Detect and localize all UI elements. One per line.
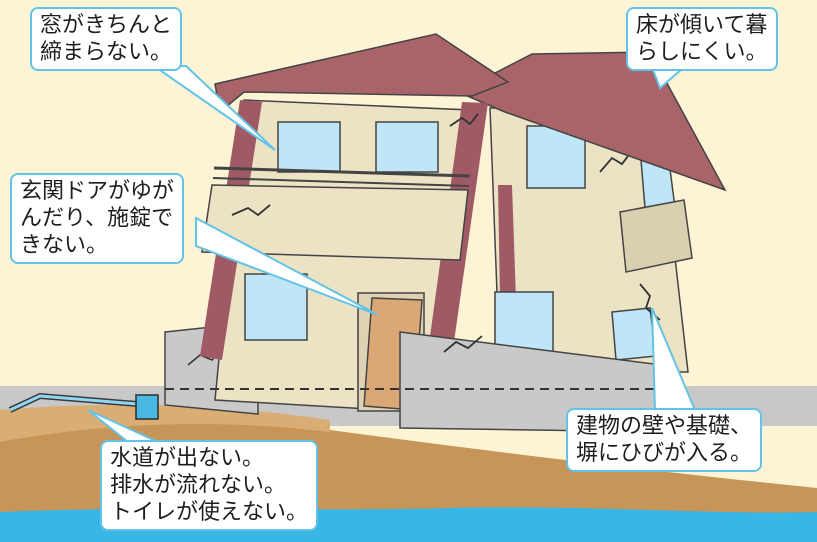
water-callout-line-3: トイレが使えない。 (110, 500, 309, 525)
right-roof (456, 51, 727, 192)
window-callout-line-1: 窓がきちんと (40, 13, 173, 38)
water-meter-box (135, 394, 159, 420)
water-pipe (8, 392, 159, 420)
door-callout-line-1: 玄関ドアがゆが (20, 179, 175, 204)
window-callout: 窓がきちんと 締まらない。 (30, 7, 183, 71)
door-callout: 玄関ドアがゆが んだり、施錠で きない。 (10, 173, 185, 264)
walls-callout-line-1: 建物の壁や基礎、 (576, 414, 753, 439)
right-house-pillar (498, 185, 516, 300)
walls-callout: 建物の壁や基礎、 塀にひびが入る。 (566, 408, 763, 472)
right-upper-window (526, 125, 586, 189)
right-side-balcony (619, 199, 693, 273)
left-upper-window-2 (375, 121, 439, 173)
floor-callout-line-1: 床が傾いて暮 (636, 13, 768, 38)
soil-top-layer (0, 404, 330, 442)
door-callout-pointer (195, 216, 379, 316)
door-callout-line-2: んだり、施錠で (20, 206, 174, 231)
water-callout: 水道が出ない。 排水が流れない。 トイレが使えない。 (100, 440, 319, 531)
door-callout-line-3: きない。 (20, 233, 109, 258)
window-callout-line-2: 締まらない。 (40, 40, 173, 65)
left-upper-window (277, 121, 341, 173)
right-lower-side-window (611, 307, 657, 361)
water-callout-line-1: 水道が出ない。 (110, 446, 265, 471)
right-lower-window (494, 291, 554, 353)
floor-callout-line-2: らしにくい。 (636, 40, 768, 65)
walls-callout-line-2: 塀にひびが入る。 (576, 441, 753, 466)
water-callout-line-2: 排水が流れない。 (110, 473, 287, 498)
floor-callout: 床が傾いて暮 らしにくい。 (626, 7, 778, 71)
